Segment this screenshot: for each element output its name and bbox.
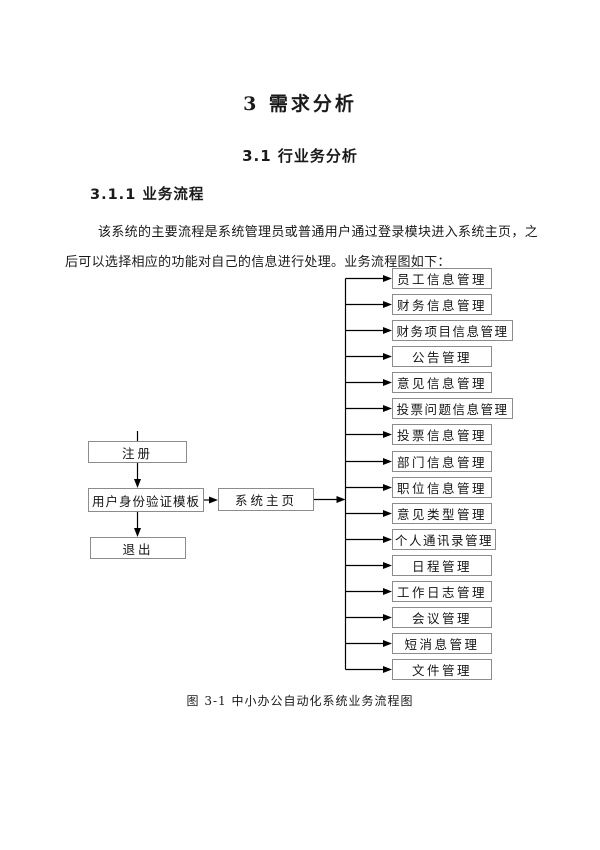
flow-node-register: 注册 — [88, 441, 187, 463]
flow-node-module-finance-info: 财务信息管理 — [392, 294, 492, 315]
flow-node-module-vote-question-info: 投票问题信息管理 — [392, 398, 513, 419]
flow-node-module-position-info: 职位信息管理 — [392, 477, 492, 498]
flow-node-module-file: 文件管理 — [392, 659, 492, 680]
flow-node-module-schedule: 日程管理 — [392, 555, 492, 576]
flow-node-module-announcement: 公告管理 — [392, 346, 492, 367]
subsection-heading: 3.1.1 业务流程 — [90, 187, 205, 203]
figure-caption: 图 3-1 中小办公自动化系统业务流程图 — [186, 694, 414, 708]
section-heading: 3.1 行业务分析 — [242, 147, 358, 165]
flow-node-module-work-log: 工作日志管理 — [392, 581, 492, 602]
flow-node-module-department-info: 部门信息管理 — [392, 451, 492, 472]
chapter-title: 3 需求分析 — [243, 93, 357, 115]
flow-node-module-opinion-type: 意见类型管理 — [392, 503, 492, 524]
flow-node-module-short-message: 短消息管理 — [392, 633, 492, 654]
flow-node-module-finance-project-info: 财务项目信息管理 — [392, 320, 513, 341]
flow-node-module-employee-info: 员工信息管理 — [392, 268, 492, 289]
flow-node-module-vote-info: 投票信息管理 — [392, 424, 492, 445]
flow-node-exit: 退出 — [90, 537, 186, 559]
body-paragraph: 该系统的主要流程是系统管理员或普通用户通过登录模块进入系统主页，之后可以选择相应… — [65, 225, 538, 270]
flow-node-module-meeting: 会议管理 — [392, 607, 492, 628]
flow-node-auth-template: 用户身份验证模板 — [88, 488, 204, 512]
flow-node-module-opinion-info: 意见信息管理 — [392, 372, 492, 393]
flow-node-module-personal-contacts: 个人通讯录管理 — [392, 529, 496, 550]
flow-node-system-home: 系统主页 — [218, 488, 314, 511]
